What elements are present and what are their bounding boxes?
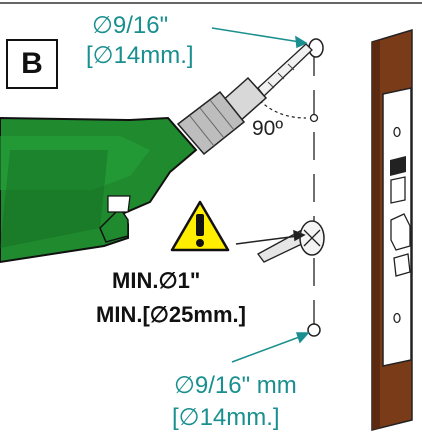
drill-icon [0, 43, 313, 264]
min-screw-label: MIN.∅1" [112, 268, 201, 293]
top-hole-size-label: ∅9/16" [92, 12, 169, 39]
min-screw-metric-label: MIN.[∅25mm.] [96, 302, 246, 327]
top-hole-metric-label: [∅14mm.] [86, 42, 194, 69]
screw-icon [257, 220, 325, 263]
bottom-hole-size-label: ∅9/16" mm [174, 372, 297, 399]
door-edge [371, 28, 413, 431]
callout-arrows [211, 27, 310, 363]
warning-icon [170, 200, 230, 252]
top-hole-marker [308, 38, 324, 58]
center-mark-top [309, 113, 319, 123]
bottom-hole-metric-label: [∅14mm.] [172, 404, 280, 431]
angle-arc [251, 91, 307, 119]
lockset-faceplate-icon [382, 87, 412, 367]
bottom-hole-marker [307, 323, 321, 337]
angle-label: 90º [252, 117, 284, 140]
step-label: B [6, 39, 58, 89]
